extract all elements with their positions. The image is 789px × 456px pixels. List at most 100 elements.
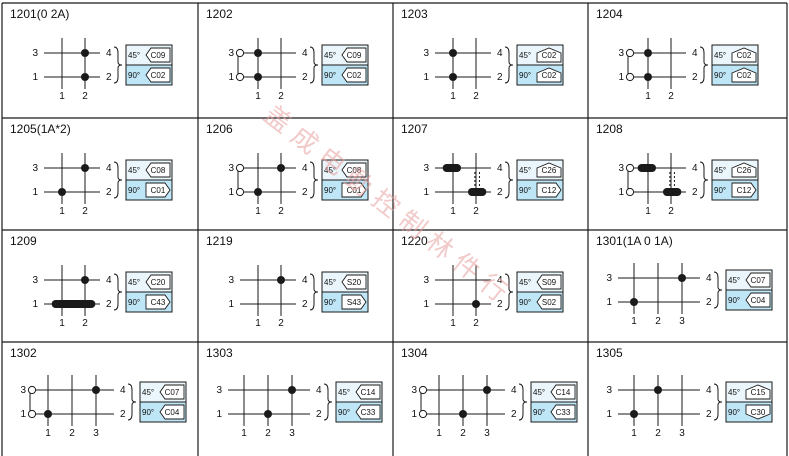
arrow-tag-icon <box>536 294 562 310</box>
terminal-label: 1 <box>228 72 234 83</box>
cell-title: 1220 <box>401 234 428 248</box>
terminal-label: 4 <box>302 163 308 174</box>
terminal-label: 3 <box>32 275 38 286</box>
open-contact-icon <box>235 48 245 58</box>
closed-contact-icon <box>654 386 662 394</box>
arrow-tag-icon <box>145 294 171 310</box>
angle-label: 90° <box>728 296 740 305</box>
position-label: 2 <box>473 91 479 102</box>
angle-label: 90° <box>533 408 545 417</box>
terminal-label: 4 <box>497 275 503 286</box>
terminal-label: 4 <box>706 385 712 396</box>
arrow-tag-icon <box>145 67 171 83</box>
arrow-tag-icon <box>745 272 771 288</box>
arrow-tag-icon <box>745 404 771 420</box>
cell-title: 1209 <box>10 234 37 248</box>
closed-contact-icon <box>81 73 89 81</box>
contact-code: C09 <box>151 51 166 60</box>
terminal-label: 1 <box>216 409 222 420</box>
contact-code: C14 <box>556 388 571 397</box>
open-contact-icon <box>625 187 635 197</box>
terminal-label: 2 <box>316 409 322 420</box>
cell-title: 1202 <box>206 7 233 21</box>
contact-bar <box>662 188 682 196</box>
cell-title: 1203 <box>401 7 428 21</box>
contact-code: C04 <box>751 296 766 305</box>
contact-code: C09 <box>347 51 362 60</box>
contact-code: C02 <box>151 71 166 80</box>
arrow-tag-icon <box>341 294 367 310</box>
contact-code: C26 <box>542 166 557 175</box>
terminal-label: 1 <box>228 299 234 310</box>
open-contact-icon <box>418 409 428 419</box>
angle-label: 45° <box>324 51 336 60</box>
terminal-label: 2 <box>302 299 308 310</box>
contact-bar <box>637 164 657 172</box>
arrow-tag-icon <box>536 162 562 178</box>
terminal-label: 2 <box>106 72 112 83</box>
angle-label: 45° <box>728 276 740 285</box>
closed-contact-icon <box>92 386 100 394</box>
arrow-tag-icon <box>536 274 562 290</box>
closed-contact-icon <box>630 298 638 306</box>
terminal-label: 3 <box>228 163 234 174</box>
angle-label: 45° <box>519 51 531 60</box>
cell-title: 1201(0 2A) <box>10 7 69 21</box>
position-label: 2 <box>82 206 88 217</box>
terminal-label: 1 <box>423 187 429 198</box>
terminal-label: 3 <box>606 385 612 396</box>
position-label: 1 <box>450 206 456 217</box>
angle-label: 90° <box>142 408 154 417</box>
position-label: 1 <box>59 91 65 102</box>
terminal-label: 4 <box>106 163 112 174</box>
cell-title: 1207 <box>401 122 428 136</box>
terminal-label: 4 <box>120 385 126 396</box>
closed-contact-icon <box>644 73 652 81</box>
open-contact-icon <box>27 409 37 419</box>
position-label: 1 <box>645 206 651 217</box>
closed-contact-icon <box>81 164 89 172</box>
terminal-label: 3 <box>32 163 38 174</box>
position-label: 1 <box>450 318 456 329</box>
cell-title: 1301(1A 0 1A) <box>596 234 673 248</box>
open-contact-icon <box>418 385 428 395</box>
position-label: 1 <box>255 206 261 217</box>
terminal-label: 1 <box>618 72 624 83</box>
contact-code: C08 <box>347 166 362 175</box>
terminal-label: 4 <box>106 48 112 59</box>
angle-label: 45° <box>338 388 350 397</box>
terminal-label: 1 <box>411 409 417 420</box>
brace-icon <box>127 383 137 421</box>
position-label: 3 <box>679 316 685 327</box>
position-label: 2 <box>668 206 674 217</box>
contact-code: C12 <box>542 186 557 195</box>
arrow-tag-icon <box>745 292 771 308</box>
contact-code: C04 <box>165 408 180 417</box>
arrow-tag-icon <box>536 67 562 83</box>
position-label: 1 <box>255 91 261 102</box>
position-label: 1 <box>645 91 651 102</box>
closed-contact-icon <box>449 73 457 81</box>
contact-bar <box>51 300 96 308</box>
open-contact-icon <box>235 163 245 173</box>
position-label: 3 <box>484 428 490 439</box>
terminal-label: 3 <box>618 163 624 174</box>
terminal-label: 1 <box>423 72 429 83</box>
open-contact-icon <box>625 48 635 58</box>
angle-label: 45° <box>728 388 740 397</box>
closed-contact-icon <box>277 164 285 172</box>
brace-icon <box>323 383 333 421</box>
open-contact-icon <box>625 163 635 173</box>
contact-code: S43 <box>347 298 362 307</box>
contact-code: C02 <box>737 71 752 80</box>
terminal-label: 2 <box>692 72 698 83</box>
closed-contact-icon <box>472 300 480 308</box>
